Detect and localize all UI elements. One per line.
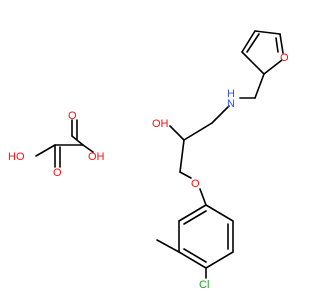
bond-c-o-top-link <box>71 135 84 146</box>
benzene-bond-3 <box>205 251 234 269</box>
furan-o-label: O <box>280 52 289 64</box>
chloro-label: Cl <box>199 279 209 291</box>
hydroxyl-label: OH <box>152 118 169 130</box>
bond-c-oh-left <box>35 144 56 157</box>
ether-o-label: O <box>191 178 200 190</box>
bond-choh-ch2 <box>179 139 185 173</box>
oxalic-oh-right-label: OH <box>88 151 105 163</box>
oxalic-o-top-label: O <box>68 110 77 122</box>
bond-methyl <box>156 239 180 253</box>
amine-h-label: H <box>227 88 235 100</box>
bond-nh-ch2 <box>211 105 230 124</box>
furan-bond-2 <box>254 30 281 35</box>
chemical-structure: HO O O OH O <box>8 30 289 291</box>
amine-n-label: N <box>227 98 235 110</box>
bond-ch2-choh <box>183 122 213 141</box>
benzene-bond-4 <box>178 251 207 269</box>
furan-bond-3-double <box>275 37 279 53</box>
bond-ch2-o <box>179 171 192 179</box>
benzene-bond-1 <box>205 204 234 222</box>
bond-choh-oh <box>169 125 185 141</box>
furan-bond-3 <box>279 33 284 54</box>
bond-furan-ch2 <box>254 73 265 99</box>
oxalic-ho-label: HO <box>8 151 25 163</box>
bond-c-oh-right <box>82 144 94 153</box>
furan-bond-5 <box>241 51 265 75</box>
benzene-bond-4-double <box>183 248 207 263</box>
oxalic-acid: HO O O OH <box>8 110 105 179</box>
oxalic-o-bottom-label: O <box>53 167 62 179</box>
furan-bond-1 <box>241 30 256 53</box>
bond-o-aryl <box>199 188 207 206</box>
furan-bond-1-double <box>246 33 260 53</box>
main-molecule: O H N OH O Cl <box>152 30 289 291</box>
benzene-bond-6-double <box>183 210 207 225</box>
furan-bond-4 <box>263 59 283 75</box>
benzene-bond-6 <box>178 204 207 222</box>
